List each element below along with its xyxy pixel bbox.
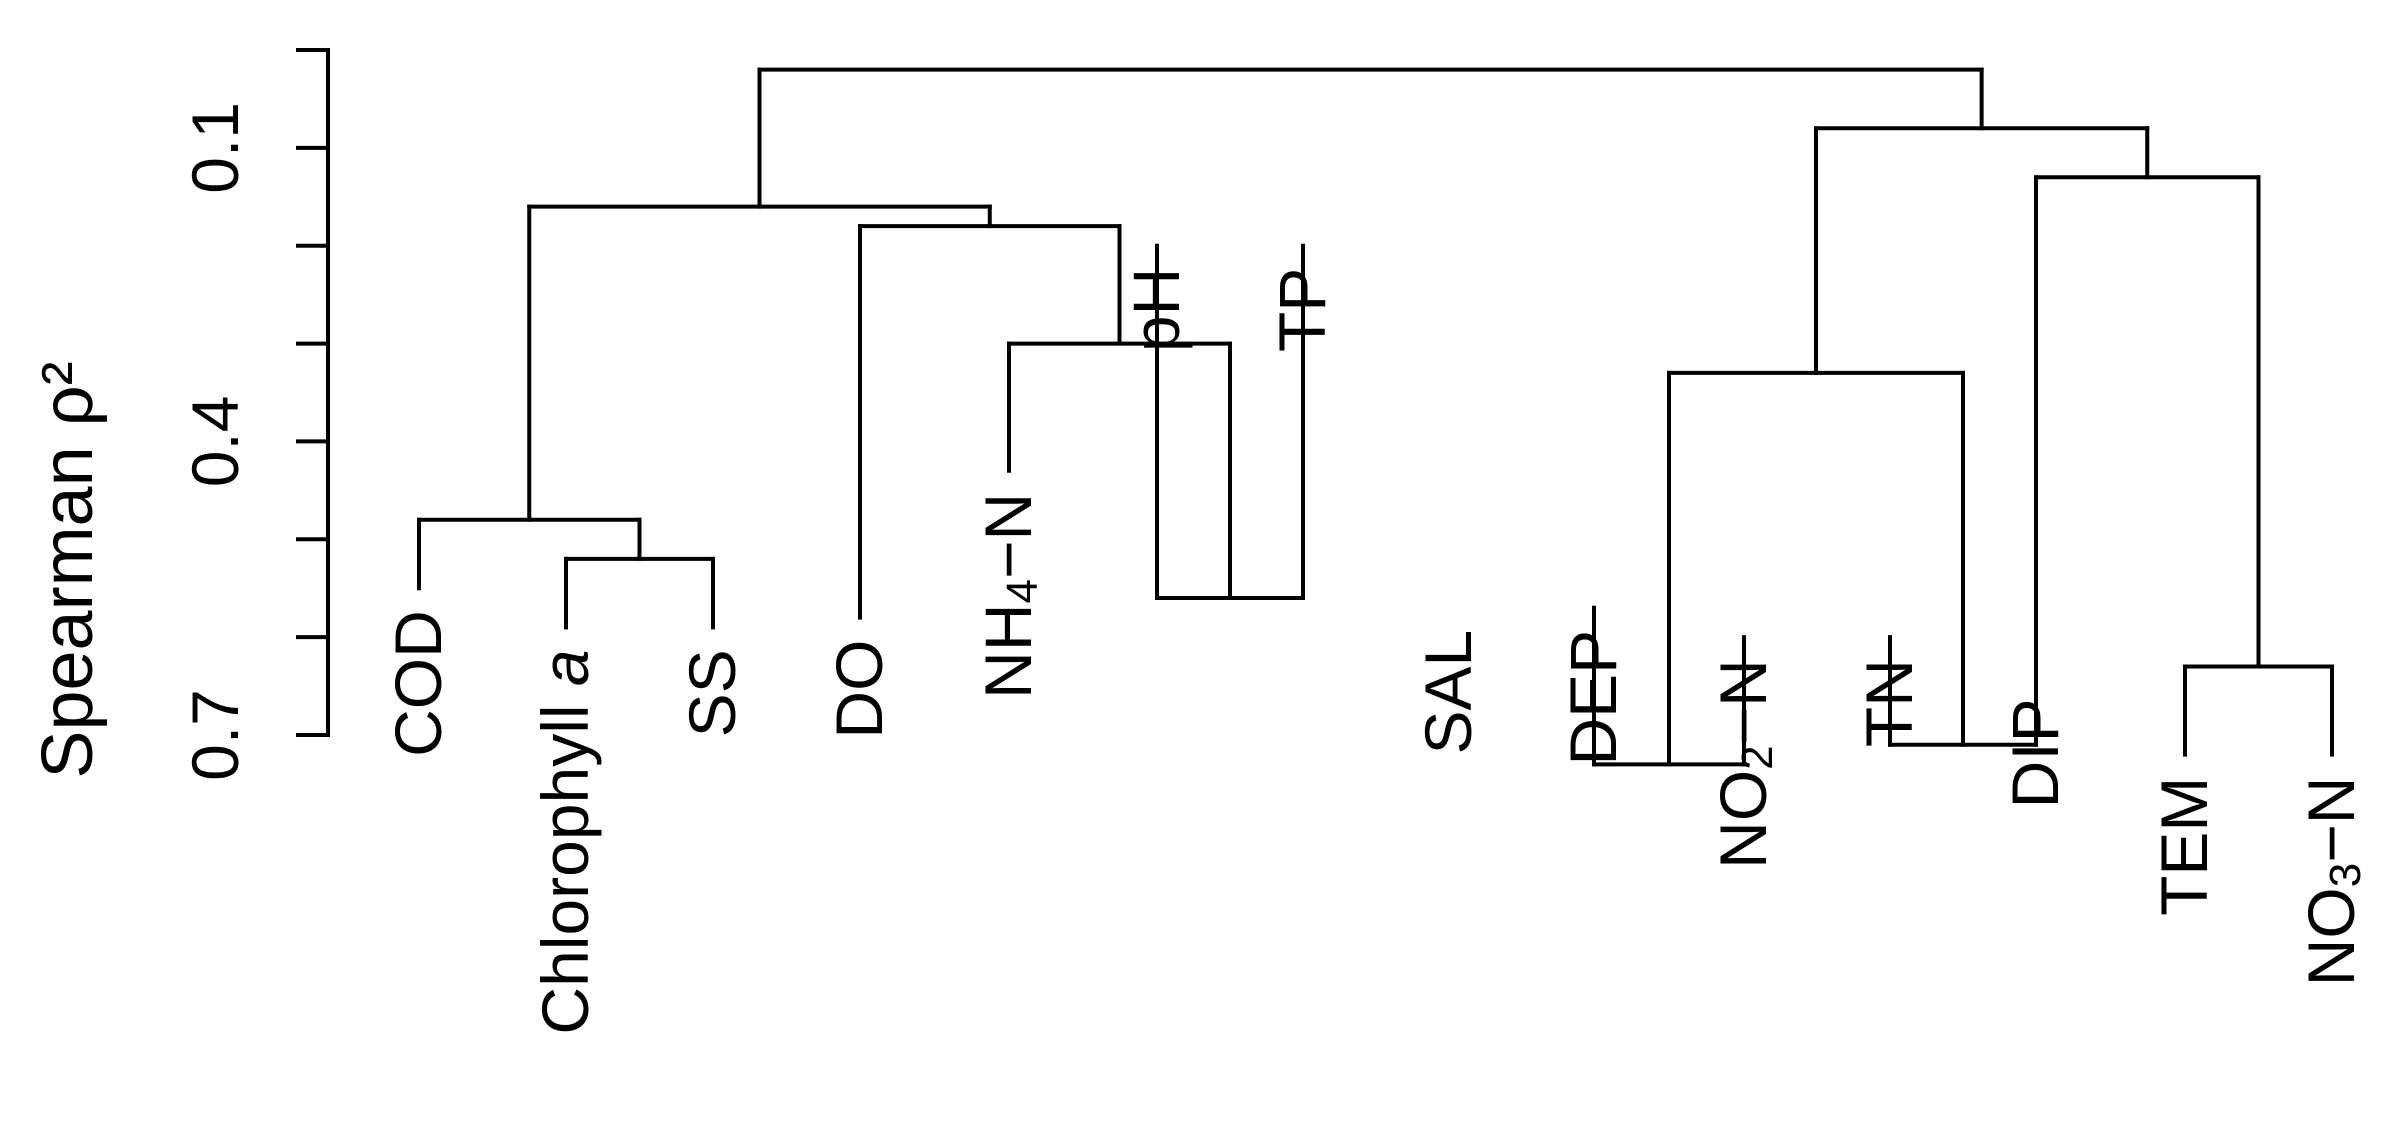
leaf-label: SS	[675, 649, 749, 737]
y-axis: 0.1 0.4 0.7	[178, 48, 330, 781]
leaf-label: Chlorophyll a	[528, 649, 602, 1034]
leaf-labels: COD Chlorophyll a SS DO NH4−N pH TP SAL DEP NO2−N…	[381, 268, 2370, 1035]
leaf-label: DO	[822, 640, 896, 739]
leaf-label: NH4−N	[971, 493, 1047, 699]
leaf-label: TP	[1265, 268, 1339, 352]
leaf-label: SAL	[1411, 630, 1485, 755]
y-tick-label: 0.4	[178, 396, 252, 488]
leaf-label: NO3−N	[2294, 777, 2370, 987]
leaf-label: pH	[1119, 268, 1193, 352]
leaf-label: DIP	[1998, 698, 2072, 808]
leaf-label: COD	[381, 610, 455, 757]
leaf-label: NO2−N	[1706, 659, 1782, 869]
y-axis-label: Spearman ρ²	[28, 361, 108, 778]
dendrogram-branches	[417, 67, 2334, 767]
y-tick-label: 0.7	[178, 689, 252, 781]
leaf-label: TN	[1852, 659, 1926, 747]
leaf-label: DEP	[1556, 630, 1630, 766]
leaf-label: TEM	[2147, 777, 2221, 916]
y-tick-label: 0.1	[178, 102, 252, 194]
